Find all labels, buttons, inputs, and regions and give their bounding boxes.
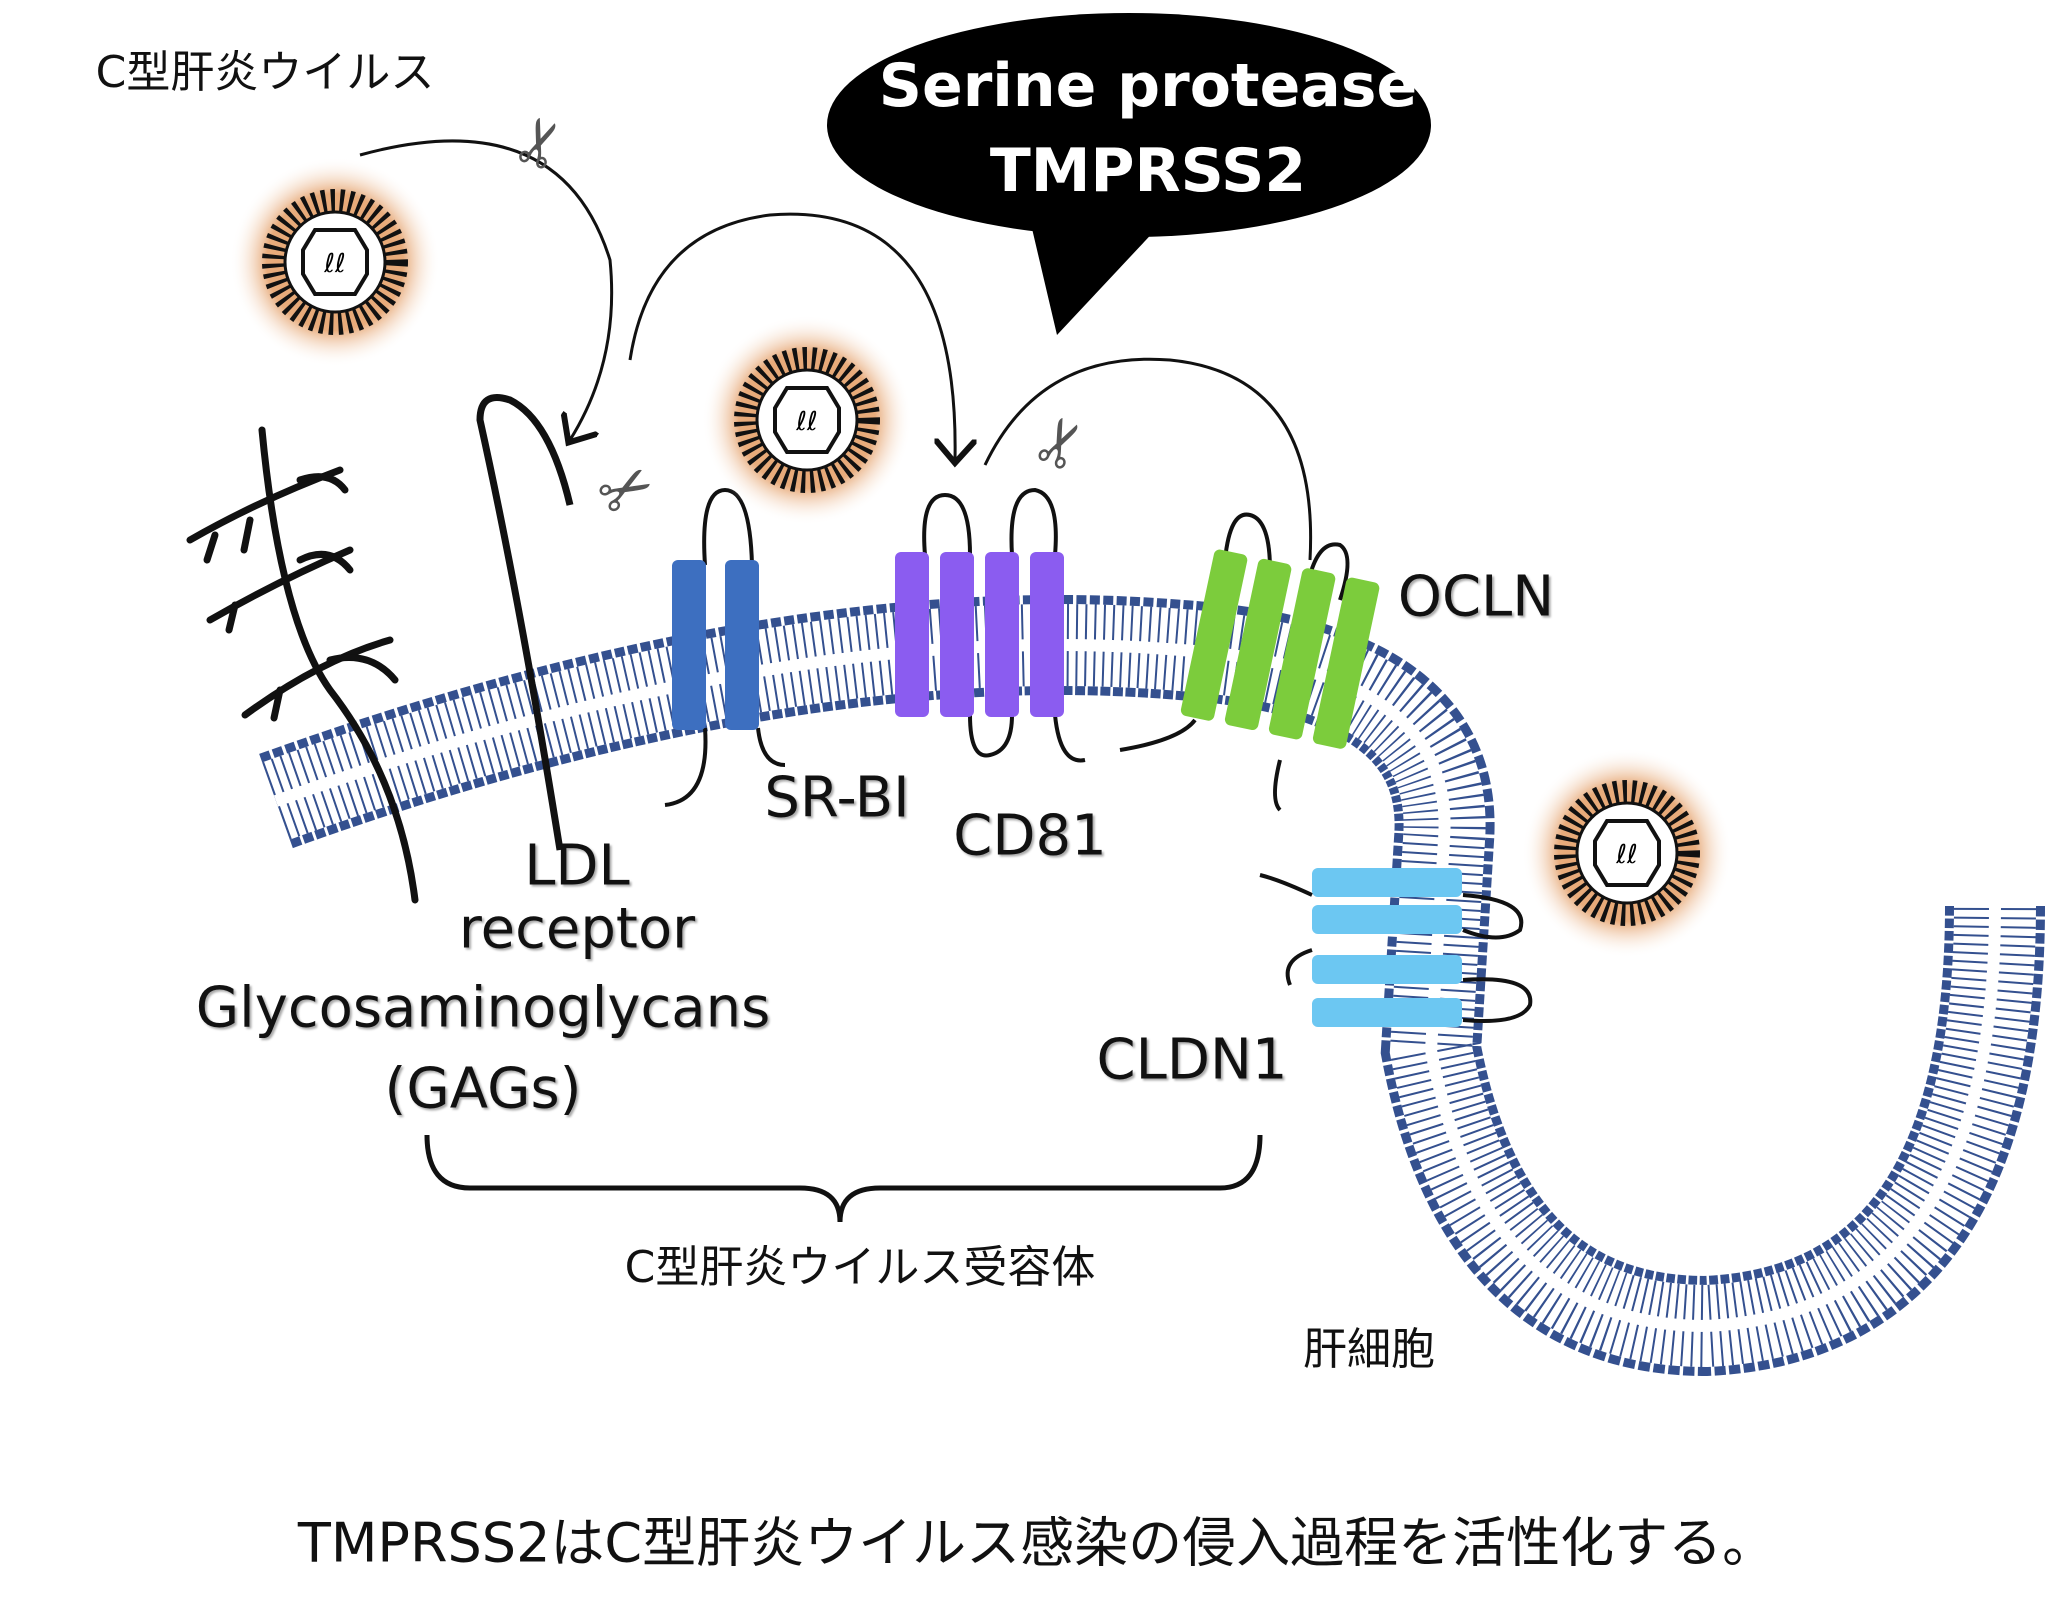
bubble-line1: Serine protease bbox=[878, 51, 1418, 121]
svg-text:✂: ✂ bbox=[585, 445, 668, 536]
entry-arrows bbox=[359, 139, 1313, 561]
cldn1-protein bbox=[1259, 868, 1533, 1027]
ldl-receptor-label-1: LDL bbox=[524, 833, 630, 899]
cd81-label: CD81 bbox=[953, 803, 1107, 869]
protease-speech-bubble bbox=[827, 13, 1431, 335]
hcv-virus-particle bbox=[702, 315, 912, 525]
srbi-protein bbox=[664, 487, 786, 807]
caption: TMPRSS2はC型肝炎ウイルス感染の侵入過程を活性化する。 bbox=[297, 1511, 1777, 1575]
receptor-bracket bbox=[424, 1134, 1263, 1223]
virus-label: C型肝炎ウイルス bbox=[95, 47, 435, 98]
gags-label-2: (GAGs) bbox=[384, 1056, 582, 1122]
svg-text:✂: ✂ bbox=[497, 105, 585, 181]
cldn1-label: CLDN1 bbox=[1096, 1027, 1288, 1093]
hcv-virus-particle bbox=[1522, 748, 1732, 958]
receptor-group-label: C型肝炎ウイルス受容体 bbox=[624, 1242, 1096, 1293]
ocln-label: OCLN bbox=[1397, 564, 1555, 630]
cd81-protein bbox=[895, 487, 1086, 763]
bubble-line2: TMPRSS2 bbox=[989, 136, 1307, 206]
ldl-receptor-shape bbox=[476, 394, 574, 851]
svg-text:✂: ✂ bbox=[1017, 403, 1107, 483]
ocln-protein bbox=[1119, 512, 1380, 812]
ldl-receptor-label-2: receptor bbox=[458, 896, 696, 962]
srbi-label: SR-BI bbox=[764, 765, 910, 831]
gags-label-1: Glycosaminoglycans bbox=[195, 975, 771, 1041]
cell-membrane bbox=[259, 595, 2045, 1377]
hcv-virus-particle bbox=[230, 157, 440, 367]
cell-label: 肝細胞 bbox=[1303, 1324, 1435, 1375]
gags-structure bbox=[186, 426, 419, 904]
